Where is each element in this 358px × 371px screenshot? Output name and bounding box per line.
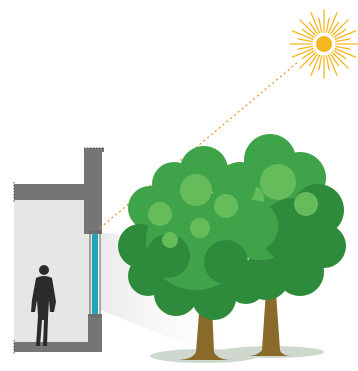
- sun-ray-spike: [318, 55, 323, 71]
- sun-ray-spike: [327, 11, 338, 34]
- upper-wall: [84, 150, 102, 234]
- section-cut-marks: [13, 147, 104, 354]
- tree-back-trunk: [246, 258, 292, 356]
- sun-ray-spike: [334, 47, 357, 58]
- sun-ray-spike: [297, 38, 313, 43]
- sun-ray-spike: [331, 19, 349, 37]
- sun-ray-spike: [331, 51, 349, 69]
- sun-ray-spike: [299, 51, 317, 69]
- sun-ray-spike: [310, 11, 321, 34]
- sun-ray-spike: [291, 30, 314, 41]
- window-frame: [89, 231, 101, 317]
- sun-ray-spike: [308, 53, 318, 67]
- sun-ray-spike: [330, 21, 340, 35]
- window: [92, 234, 98, 314]
- sun-ray-spike: [308, 21, 318, 35]
- sun-ray-spike: [301, 28, 315, 38]
- tree-front: [118, 146, 278, 360]
- sun-ray-spike: [327, 54, 338, 77]
- parapet: [84, 148, 104, 152]
- sun-ray-spike: [291, 47, 314, 58]
- sun-ray-spike: [333, 28, 347, 38]
- sun-ray-spike: [335, 45, 351, 50]
- tree-front-canopy: [118, 146, 278, 320]
- sun-ray-spike: [310, 54, 321, 77]
- sun-ray-spike: [334, 30, 357, 41]
- sun-ray-spike: [325, 55, 330, 71]
- person: [31, 265, 56, 346]
- sun-ray-spike: [330, 53, 340, 67]
- sun-ray: [99, 61, 299, 229]
- sun-ray-spike: [318, 17, 323, 33]
- ceiling-slab: [14, 184, 102, 200]
- building-section: [14, 148, 104, 352]
- sun-ray-spike: [301, 50, 315, 60]
- sun-ray-spike: [325, 17, 330, 33]
- sun-ray-spike: [333, 50, 347, 60]
- lower-wall: [88, 314, 102, 350]
- sun-icon: [289, 9, 358, 79]
- sun-ray-spike: [297, 45, 313, 50]
- sun-ray-spike: [299, 19, 317, 37]
- floor-slab: [14, 342, 102, 352]
- sun-ray-spike: [335, 38, 351, 43]
